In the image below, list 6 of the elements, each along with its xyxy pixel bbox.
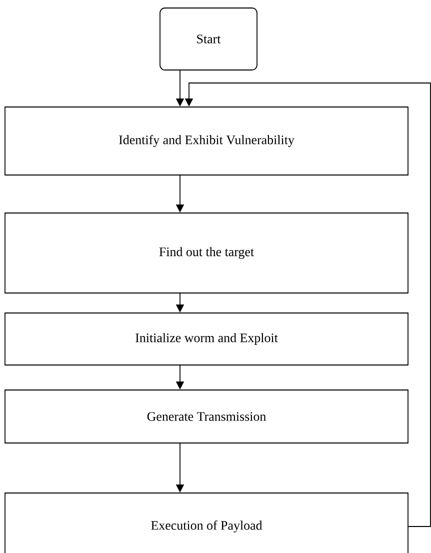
process-box: Execution of Payload — [4, 492, 408, 553]
process-box: Identify and Exhibit Vulnerability — [4, 106, 408, 176]
process-box: Initialize worm and Exploit — [4, 312, 408, 366]
process-box: Generate Transmission — [4, 390, 408, 444]
start-box: Start — [160, 8, 258, 70]
process-box: Find out the target — [4, 212, 408, 294]
